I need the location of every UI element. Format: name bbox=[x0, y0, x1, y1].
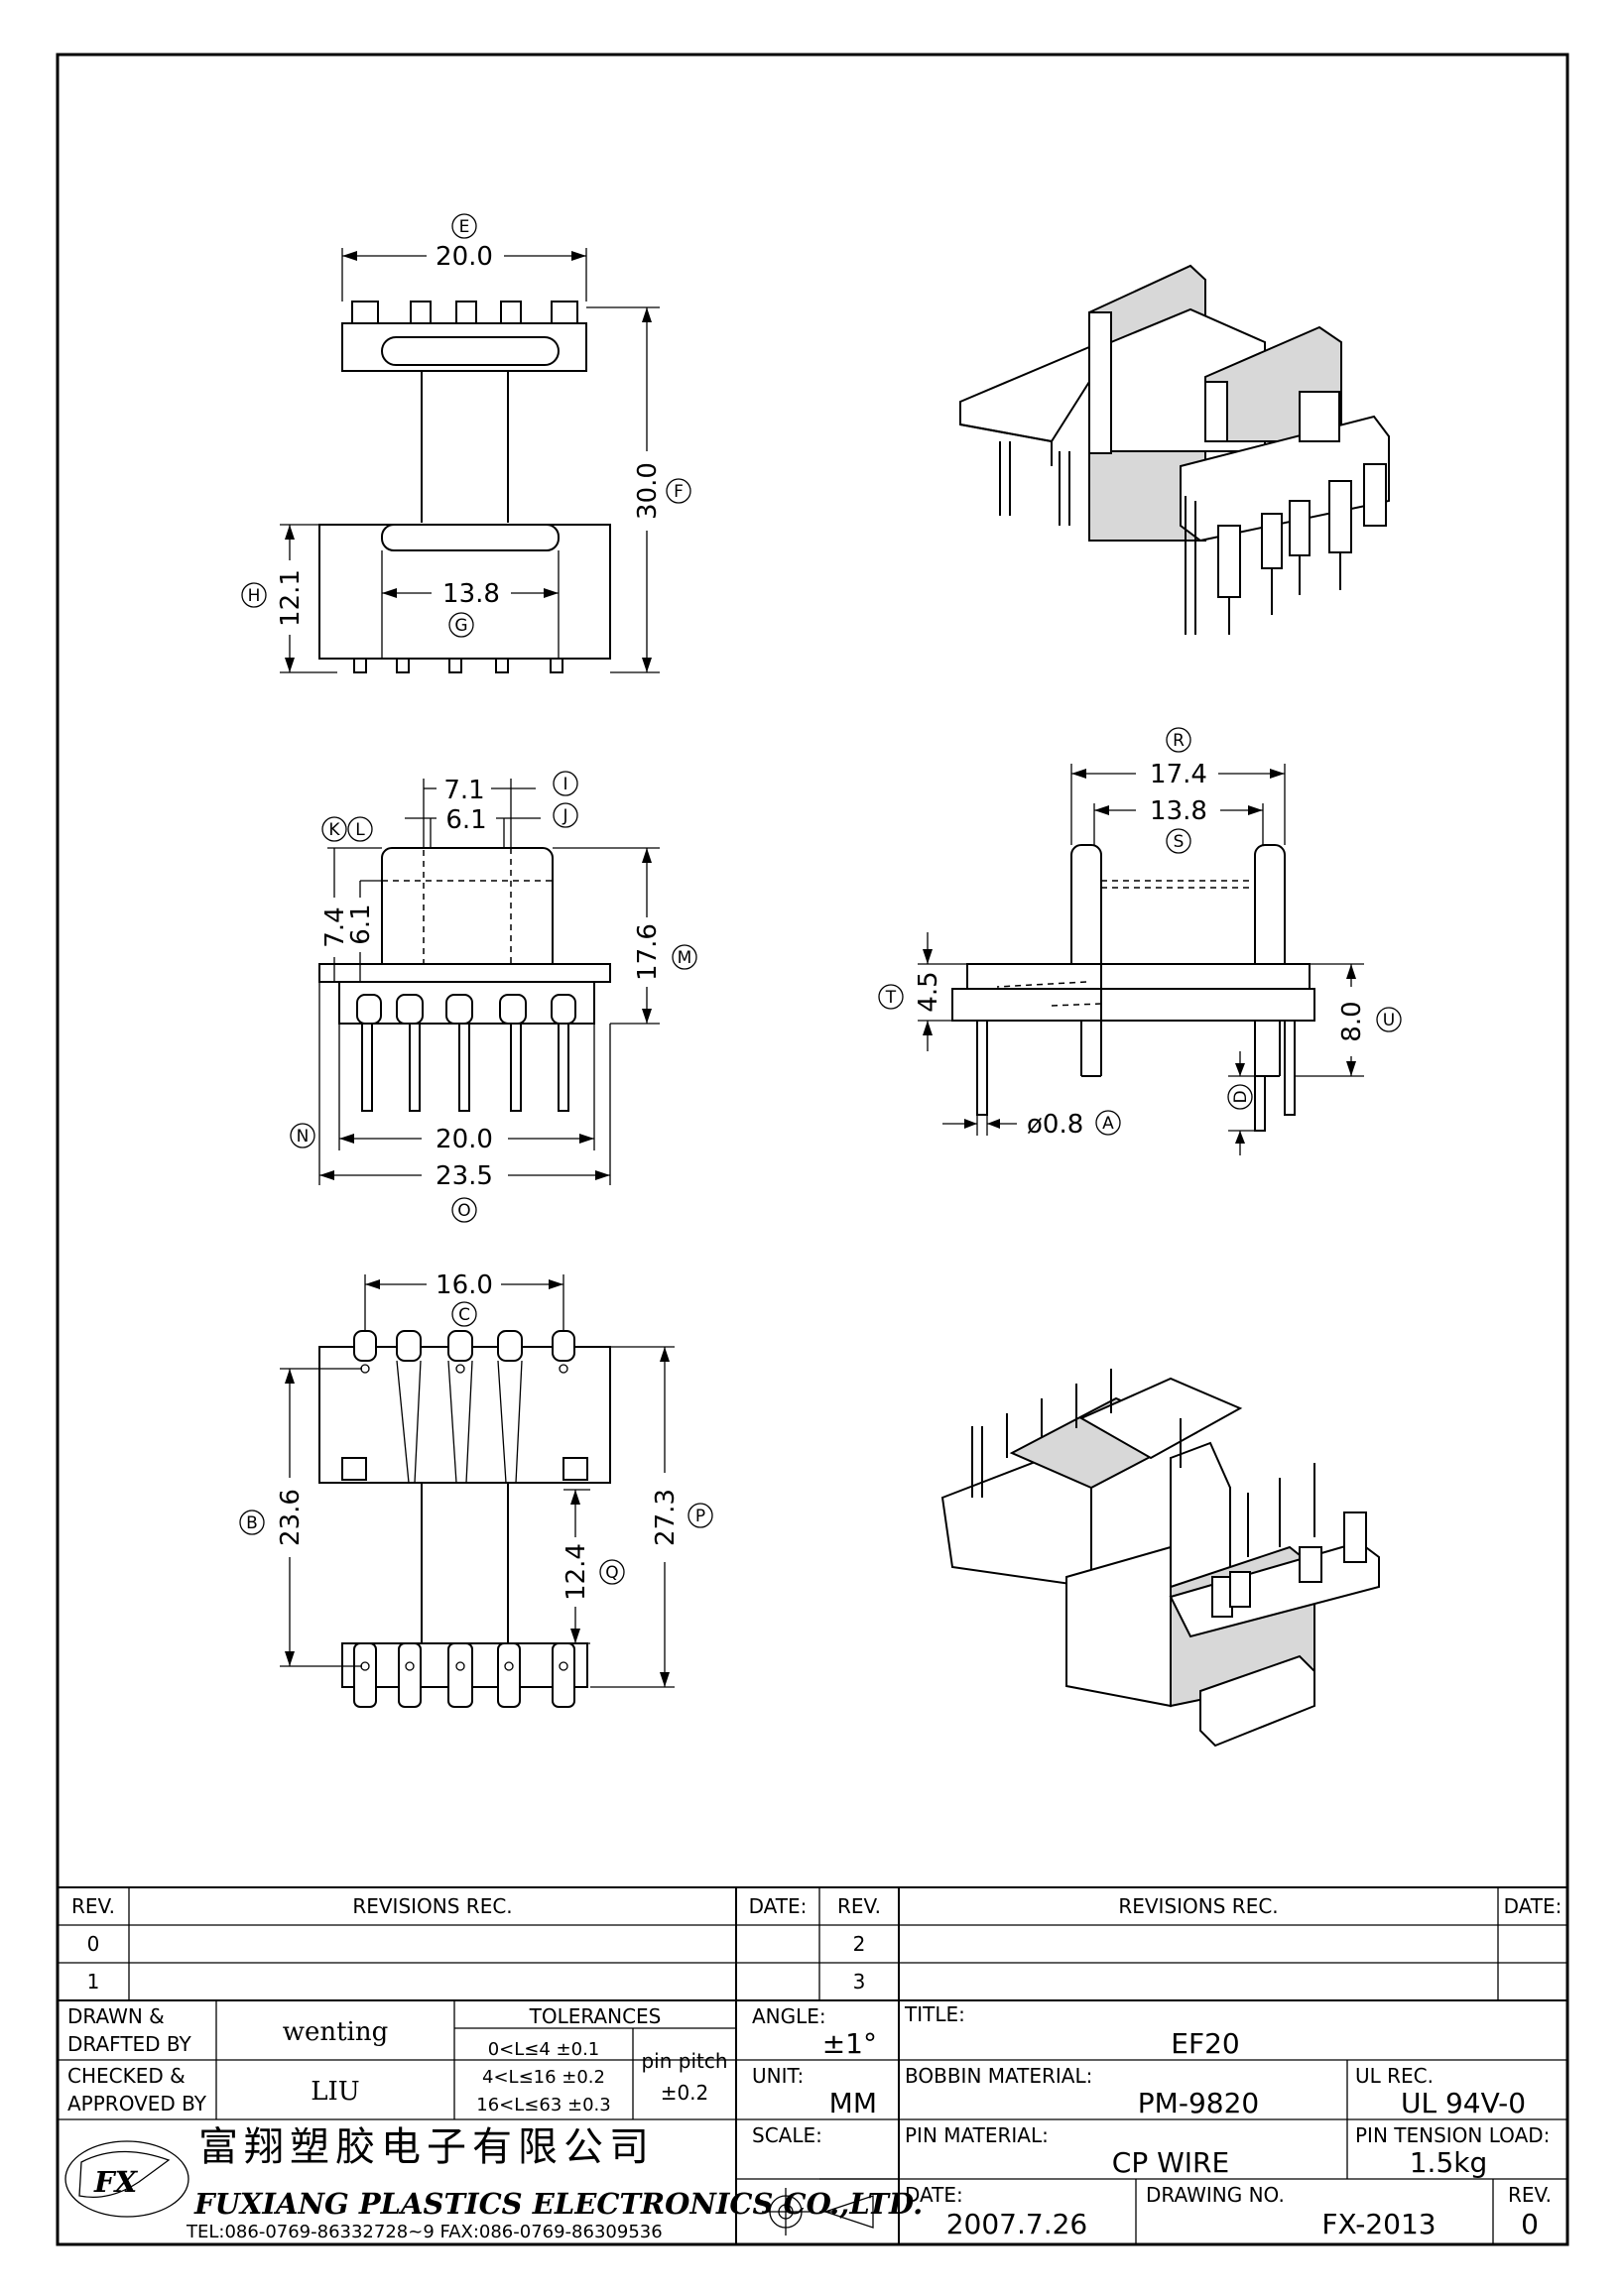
dim-B-letter: B bbox=[246, 1513, 258, 1533]
dim-E-value: 20.0 bbox=[436, 242, 493, 272]
dim-G-letter: G bbox=[454, 616, 467, 636]
dim-S-letter: S bbox=[1174, 832, 1185, 852]
unit-value: MM bbox=[829, 2087, 877, 2119]
rev-label: REV. bbox=[1508, 2183, 1552, 2207]
title-value: EF20 bbox=[1171, 2027, 1239, 2060]
angle-label: ANGLE: bbox=[752, 2004, 826, 2028]
dim-O-value: 23.5 bbox=[436, 1161, 493, 1191]
dim-G-value: 13.8 bbox=[442, 579, 500, 609]
dim-U-letter: U bbox=[1383, 1011, 1395, 1030]
tolerance-row-1: 0<L≤4 ±0.1 bbox=[488, 2039, 600, 2060]
dim-A-letter: A bbox=[1102, 1114, 1114, 1134]
tolerance-row-2: 4<L≤16 ±0.2 bbox=[482, 2067, 605, 2088]
rev-2: 2 bbox=[853, 1932, 866, 1956]
drawn-by: wenting bbox=[283, 2017, 389, 2047]
top-view: 20.0 E 30.0 F 13.8 G 12.1 H bbox=[241, 213, 691, 673]
dim-P-letter: P bbox=[695, 1507, 705, 1526]
rev-header-right: REV. bbox=[837, 1894, 881, 1918]
company-logo-icon: FX bbox=[64, 2140, 189, 2218]
front-view: 7.1 I 6.1 J K L 7.4 6.1 17.6 bbox=[290, 771, 697, 1223]
side-view: 17.4 R 13.8 S 4.5 T 8.0 U bbox=[878, 727, 1402, 1155]
date-header-right: DATE: bbox=[1504, 1894, 1562, 1918]
dim-U-value: 8.0 bbox=[1337, 1001, 1367, 1041]
dim-F-letter: F bbox=[674, 482, 684, 502]
drawn-label-2: DRAFTED BY bbox=[67, 2032, 192, 2056]
tolerances-label: TOLERANCES bbox=[529, 2004, 662, 2028]
dim-S-value: 13.8 bbox=[1150, 796, 1207, 826]
title-block: REV. REVISIONS REC. DATE: REV. REVISIONS… bbox=[58, 1886, 1567, 2244]
dim-F-value: 30.0 bbox=[633, 462, 663, 520]
iso-view-top bbox=[959, 264, 1390, 635]
pin-tension-label: PIN TENSION LOAD: bbox=[1355, 2123, 1550, 2147]
rev-header-left: REV. bbox=[71, 1894, 115, 1918]
dim-C-value: 16.0 bbox=[436, 1270, 493, 1300]
revisions-header-left: REVISIONS REC. bbox=[352, 1894, 512, 1918]
drawn-label-1: DRAWN & bbox=[67, 2004, 165, 2028]
dim-M-letter: M bbox=[678, 948, 692, 968]
company-name-en: FUXIANG PLASTICS ELECTRONICS CO.,LTD. bbox=[193, 2187, 923, 2221]
checked-label-1: CHECKED & bbox=[67, 2064, 186, 2088]
dim-L-letter: L bbox=[355, 820, 365, 840]
checked-label-2: APPROVED BY bbox=[67, 2092, 207, 2115]
rev-0: 0 bbox=[87, 1932, 100, 1956]
dim-J-letter: J bbox=[562, 806, 567, 826]
dim-C-letter: C bbox=[458, 1305, 470, 1325]
dim-H-letter: H bbox=[248, 586, 261, 606]
drawing-no-value: FX-2013 bbox=[1321, 2208, 1436, 2240]
scale-label: SCALE: bbox=[752, 2123, 822, 2147]
title-label: TITLE: bbox=[904, 2002, 965, 2026]
revisions-header-right: REVISIONS REC. bbox=[1118, 1894, 1278, 1918]
dim-R-letter: R bbox=[1173, 731, 1185, 751]
dim-N-letter: N bbox=[297, 1127, 310, 1147]
dim-I-value: 7.1 bbox=[443, 776, 484, 805]
ul-value: UL 94V-0 bbox=[1401, 2087, 1526, 2119]
rev-value: 0 bbox=[1521, 2208, 1539, 2240]
dim-A-value: ø0.8 bbox=[1027, 1110, 1083, 1140]
dim-B-value: 23.6 bbox=[276, 1489, 306, 1546]
rev-3: 3 bbox=[853, 1970, 866, 1994]
dim-E-letter: E bbox=[459, 217, 470, 237]
drawing-no-label: DRAWING NO. bbox=[1146, 2183, 1285, 2207]
sheet-border bbox=[56, 53, 1569, 2246]
rev-1: 1 bbox=[87, 1970, 100, 1994]
bobbin-material-label: BOBBIN MATERIAL: bbox=[905, 2064, 1092, 2088]
pin-pitch-value: ±0.2 bbox=[661, 2081, 709, 2105]
dim-P-value: 27.3 bbox=[651, 1489, 681, 1546]
dim-J-value: 6.1 bbox=[445, 805, 486, 835]
unit-label: UNIT: bbox=[752, 2064, 804, 2088]
company-name-cn: 富翔塑胶电子有限公司 bbox=[198, 2124, 655, 2170]
pin-material-label: PIN MATERIAL: bbox=[905, 2123, 1049, 2147]
bottom-view: 16.0 C 23.6 B 12.4 Q 27.3 P bbox=[239, 1270, 713, 1708]
dim-H-value: 12.1 bbox=[276, 569, 306, 627]
dim-Q-letter: Q bbox=[605, 1563, 618, 1583]
pin-tension-value: 1.5kg bbox=[1410, 2146, 1488, 2179]
date-header-left: DATE: bbox=[749, 1894, 808, 1918]
dim-L-value: 6.1 bbox=[346, 904, 376, 944]
bobbin-material-value: PM-9820 bbox=[1138, 2087, 1259, 2119]
dim-N-value: 20.0 bbox=[436, 1125, 493, 1154]
tolerance-row-3: 16<L≤63 ±0.3 bbox=[476, 2095, 610, 2115]
projection-symbol-icon bbox=[762, 2188, 874, 2236]
dim-K-letter: K bbox=[328, 820, 340, 840]
company-contact: TEL:086-0769-86332728~9 FAX:086-0769-863… bbox=[186, 2222, 663, 2242]
dim-M-value: 17.6 bbox=[633, 923, 663, 981]
dim-T-letter: T bbox=[885, 988, 897, 1008]
iso-view-bottom bbox=[940, 1369, 1380, 1748]
dim-R-value: 17.4 bbox=[1150, 760, 1207, 789]
dim-D-letter: D bbox=[1231, 1090, 1251, 1103]
dim-O-letter: O bbox=[457, 1201, 470, 1221]
svg-text:FX: FX bbox=[93, 2165, 139, 2199]
pin-material-value: CP WIRE bbox=[1112, 2146, 1229, 2179]
date-label: DATE: bbox=[905, 2183, 963, 2207]
dim-T-value: 4.5 bbox=[914, 971, 943, 1012]
dim-I-letter: I bbox=[562, 775, 567, 794]
dim-K-value: 7.4 bbox=[320, 906, 350, 947]
dim-Q-value: 12.4 bbox=[562, 1543, 591, 1601]
ul-label: UL REC. bbox=[1355, 2064, 1434, 2088]
date-value: 2007.7.26 bbox=[946, 2208, 1088, 2240]
pin-pitch-label: pin pitch bbox=[641, 2049, 727, 2073]
checked-by: LIU bbox=[311, 2077, 359, 2107]
angle-value: ±1° bbox=[822, 2027, 877, 2060]
